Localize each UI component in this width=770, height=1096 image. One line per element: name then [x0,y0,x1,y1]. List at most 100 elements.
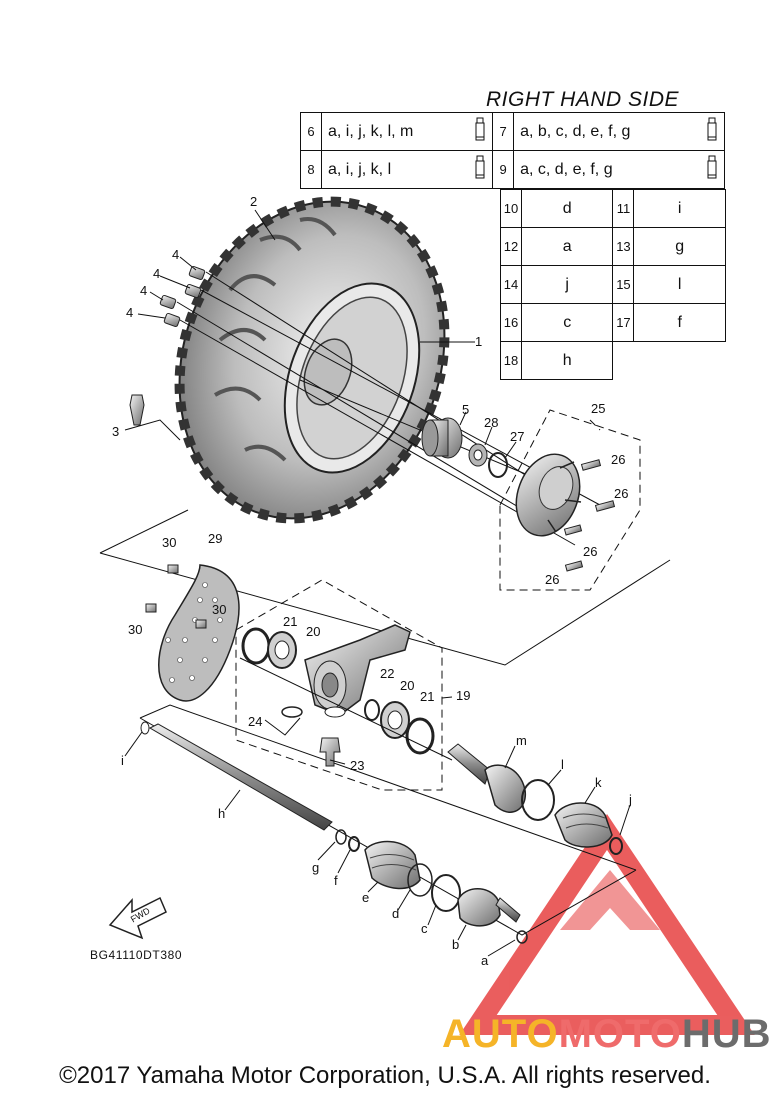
part-label: b [452,937,460,952]
part-label: 21 [283,614,298,629]
legend-num: 14 [500,265,522,304]
part-label: e [362,890,370,905]
part-label: h [218,806,226,821]
part-label: 30 [162,535,177,550]
part-label: 26 [614,486,629,501]
legend-value: c [520,303,614,342]
part-label: 30 [212,602,227,617]
legend-num: 8 [300,150,322,189]
legend-value: a, i, j, k, l [321,150,469,189]
part-label: 26 [545,572,560,587]
legend-table-small: 10 d 11 i 12 a 13 g 14 j 15 l 16 c 17 f … [500,189,726,380]
legend-num: 18 [500,341,522,380]
knuckle-assembly-box [235,579,443,791]
watermark-text: AUTOMOTOHUB [442,1012,770,1057]
legend-num: 16 [500,303,522,342]
circlip [364,699,380,721]
part-label: a [481,953,489,968]
part-label: 25 [591,401,606,416]
boot-outer-k [554,802,613,848]
part-label: 24 [248,714,263,729]
part-label: 1 [475,334,483,349]
fwd-label: FWD [128,905,152,925]
part-label: 2 [250,194,258,209]
part-label: 26 [611,452,626,467]
part-label: 20 [306,624,321,639]
hub-assembly-box [499,409,641,591]
watermark-logo-icon [459,814,755,1035]
legend-num: 10 [500,189,522,228]
tire [174,196,450,524]
grease-tube-icon [700,150,725,189]
part-label: 22 [380,666,395,681]
grease-tube-icon [700,112,725,151]
boot-band-d [407,863,433,897]
boot-band-f [348,836,360,852]
boot-band-c [431,874,461,912]
part-label: 27 [510,429,525,444]
part-label: 4 [126,305,134,320]
brake-disc [158,564,240,702]
boot-band-j [609,837,623,855]
diagram-code: BG41110DT380 [90,948,183,962]
part-label: 21 [420,689,435,704]
hub-bolts [563,459,616,572]
part-label: k [595,775,602,790]
part-label: d [392,906,400,921]
ball-joint [319,737,341,767]
cotter-pin [281,706,303,718]
part-label: 4 [153,266,161,281]
part-label: f [334,873,338,888]
cv-joint-outer [447,743,526,813]
copyright-notice: ©2017 Yamaha Motor Corporation, U.S.A. A… [59,1062,711,1089]
legend-value: i [633,189,726,228]
part-label: 5 [462,402,470,417]
part-label: g [312,860,320,875]
legend-value: a [520,227,614,266]
washer [488,452,508,478]
part-label: 20 [400,678,415,693]
part-label: 28 [484,415,499,430]
part-label: c [421,921,428,936]
forward-arrow-icon [108,896,167,940]
part-label: 29 [208,531,223,546]
valve-stem [129,394,145,426]
legend-num: 15 [612,265,635,304]
part-label: i [121,753,124,768]
legend-num: 12 [500,227,522,266]
watermark-part2: MOTO [558,1012,682,1056]
watermark-part1: AUTO [442,1012,559,1056]
watermark-part3: HUB [681,1012,770,1056]
boot-band-l [521,779,555,821]
part-label: 19 [456,688,471,703]
cv-joint-inner [457,888,521,927]
diagram-heading: RIGHT HAND SIDE [486,88,680,111]
legend-value: a, c, d, e, f, g [513,150,700,189]
part-label: m [516,733,527,748]
hub-nut [468,443,488,467]
legend-value: h [520,341,614,380]
bearing-outer [267,631,297,669]
drive-shaft [140,721,333,831]
legend-value: f [633,303,726,342]
wheel-hub [515,453,582,537]
lug-nuts [159,265,206,328]
grease-tube-icon [468,150,494,189]
part-label: 3 [112,424,120,439]
part-label: 23 [350,758,365,773]
oil-seal-inner [405,717,435,755]
part-label: j [629,792,632,807]
part-label: 26 [583,544,598,559]
circlip-a [516,930,528,944]
part-label: 4 [172,247,180,262]
part-label: 4 [140,283,148,298]
disc-bolts [145,564,207,629]
part-label: 30 [128,622,143,637]
spacer-collar [421,417,463,459]
part-label: l [561,757,564,772]
circlip-g [335,829,347,845]
legend-table-top: 6 a, i, j, k, l, m 7 a, b, c, d, e, f, g… [300,112,725,189]
